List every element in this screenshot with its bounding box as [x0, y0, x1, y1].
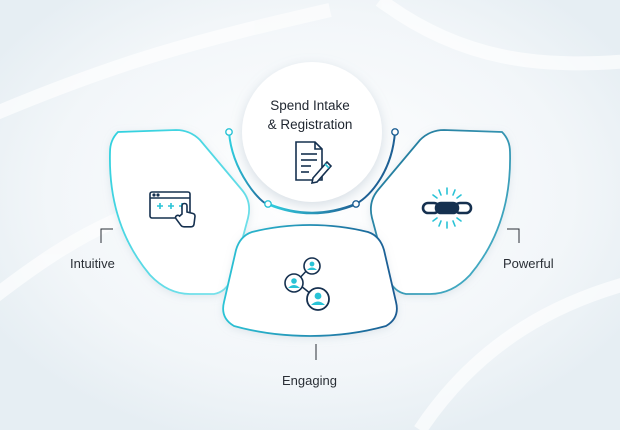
click-card-icon: [149, 191, 196, 228]
center-title-line1: Spend Intake: [270, 98, 350, 113]
center-title-line2: & Registration: [267, 117, 353, 132]
center-title: Spend Intake & Registration: [250, 96, 370, 134]
people-network-icon: [284, 257, 330, 311]
center-circle: [242, 62, 382, 202]
intuitive-label: Intuitive: [70, 256, 115, 271]
center-arc: [225, 128, 399, 215]
document-edit-icon: [295, 141, 333, 185]
intuitive-petal: [109, 129, 251, 295]
engaging-petal: [222, 224, 398, 337]
engaging-label: Engaging: [282, 373, 337, 388]
chain-link-icon: [421, 187, 473, 229]
powerful-label: Powerful: [503, 256, 554, 271]
intuitive-pointer: [100, 228, 113, 243]
powerful-pointer: [507, 228, 520, 243]
